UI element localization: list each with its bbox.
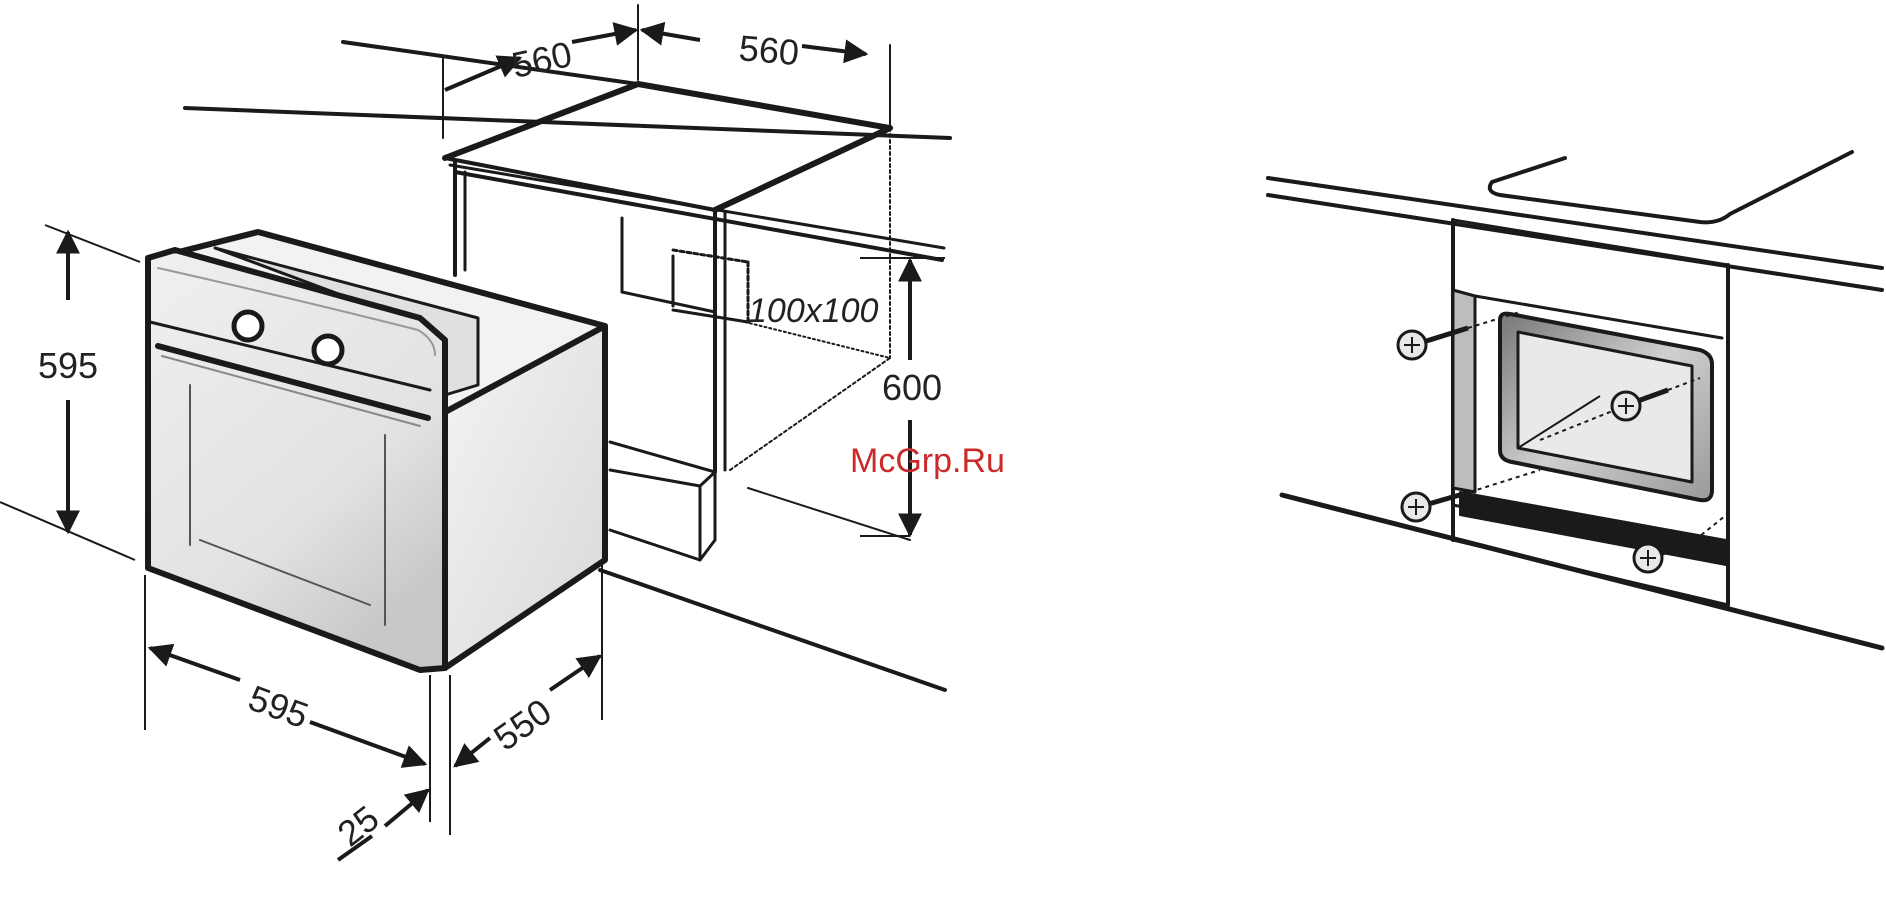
- oven: [148, 232, 605, 670]
- dim-oven-height: 595: [38, 345, 98, 386]
- dim-oven-depth: 550: [486, 691, 559, 759]
- oven-knob-2: [314, 336, 342, 364]
- dim-top-width: 560: [737, 27, 800, 73]
- dim-oven-width: 595: [243, 677, 313, 736]
- dim-top-depth: 560: [508, 33, 575, 86]
- dim-niche-height: 600: [882, 367, 942, 408]
- watermark: McGrp.Ru: [850, 442, 1005, 480]
- oven-knob-1: [234, 312, 262, 340]
- dim-vent-opening: 100x100: [748, 292, 879, 330]
- dim-front-offset: 25: [330, 797, 387, 854]
